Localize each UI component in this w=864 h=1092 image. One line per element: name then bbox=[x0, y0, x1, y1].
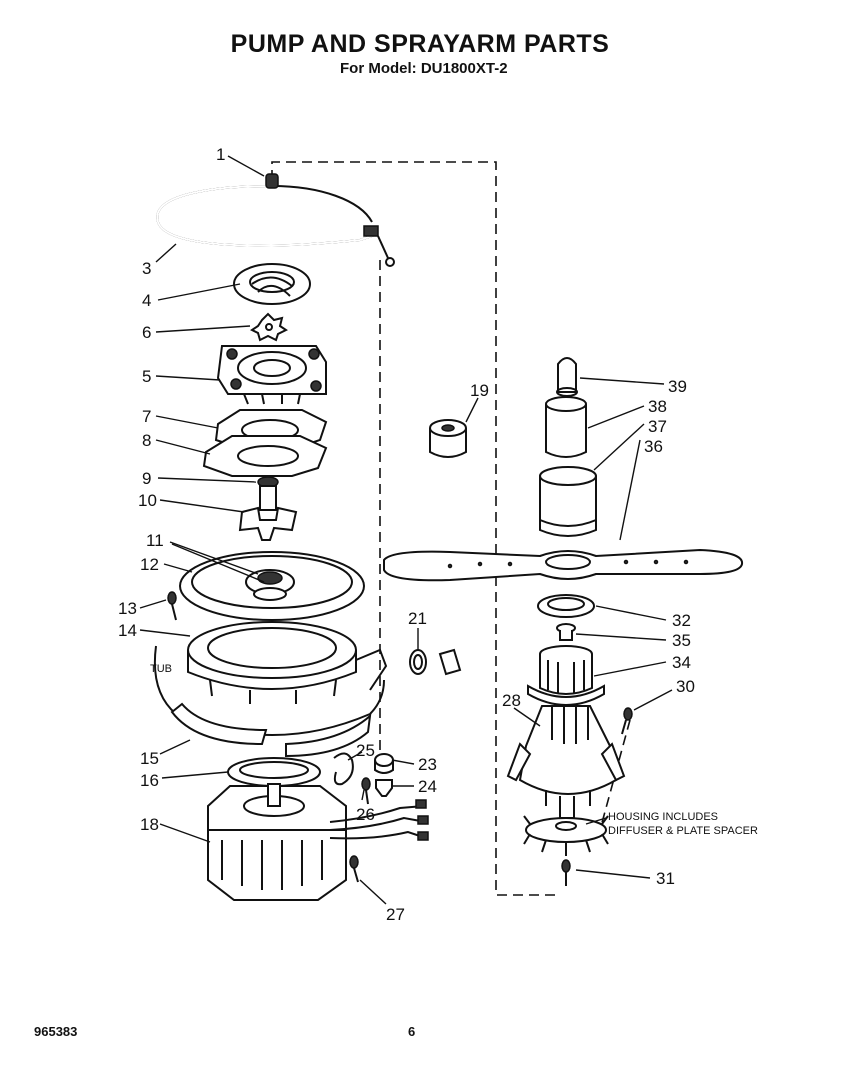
label-18: 18 bbox=[140, 815, 159, 834]
part-11-hub bbox=[245, 569, 295, 601]
part-36-spray-arm bbox=[383, 548, 744, 582]
label-5: 5 bbox=[142, 367, 151, 386]
label-37: 37 bbox=[648, 417, 667, 436]
part-3-hose bbox=[156, 185, 395, 267]
document-number: 965383 bbox=[34, 1024, 78, 1039]
part-27-screw bbox=[349, 855, 359, 883]
part-34-diffuser bbox=[527, 645, 605, 706]
housing-note-line2: DIFFUSER & PLATE SPACER bbox=[608, 825, 758, 837]
part-10-impeller bbox=[238, 485, 298, 541]
label-1: 1 bbox=[216, 145, 225, 164]
part-23-grommet bbox=[374, 753, 394, 774]
label-9: 9 bbox=[142, 469, 151, 488]
part-35-nut bbox=[556, 623, 576, 641]
label-38: 38 bbox=[648, 397, 667, 416]
part-13-screw bbox=[167, 591, 177, 621]
label-14: 14 bbox=[118, 621, 137, 640]
part-38-tube bbox=[545, 396, 587, 458]
part-19-sleeve bbox=[429, 419, 467, 458]
label-26: 26 bbox=[356, 805, 375, 824]
page-title: PUMP AND SPRAYARM PARTS bbox=[230, 30, 610, 58]
part-6-star-washer bbox=[250, 312, 288, 342]
page-number: 6 bbox=[408, 1024, 416, 1039]
label-12: 12 bbox=[140, 555, 159, 574]
label-34: 34 bbox=[672, 653, 691, 672]
part-32-seal-ring bbox=[537, 594, 595, 618]
label-tub: TUB bbox=[150, 663, 172, 675]
label-7: 7 bbox=[142, 407, 151, 426]
label-28: 28 bbox=[502, 691, 521, 710]
label-4: 4 bbox=[142, 291, 151, 310]
part-5-pump-housing bbox=[216, 345, 327, 405]
label-13: 13 bbox=[118, 599, 137, 618]
label-8: 8 bbox=[142, 431, 151, 450]
part-4-impeller-cover bbox=[233, 263, 311, 305]
part-21-clamp bbox=[409, 648, 462, 676]
label-23: 23 bbox=[418, 755, 437, 774]
part-39-cap bbox=[556, 357, 578, 397]
part-30-screw bbox=[621, 707, 633, 735]
part-8-gasket bbox=[202, 435, 328, 477]
model-subtitle: For Model: DU1800XT-2 bbox=[340, 60, 508, 77]
part-31-screw bbox=[561, 859, 571, 886]
label-25: 25 bbox=[356, 741, 375, 760]
label-24: 24 bbox=[418, 777, 437, 796]
callout-labels: 1 3 4 6 5 7 8 9 10 11 12 13 14 TUB 15 16… bbox=[118, 145, 758, 924]
part-37-tube bbox=[539, 466, 597, 537]
label-21: 21 bbox=[408, 609, 427, 628]
label-11: 11 bbox=[146, 531, 164, 550]
leader-lines bbox=[139, 155, 673, 905]
label-6: 6 bbox=[142, 323, 151, 342]
label-27: 27 bbox=[386, 905, 405, 924]
label-39: 39 bbox=[668, 377, 687, 396]
part-26-screw bbox=[361, 777, 371, 805]
part-1-clamp bbox=[265, 173, 279, 189]
label-16: 16 bbox=[140, 771, 159, 790]
label-31: 31 bbox=[656, 869, 675, 888]
part-18-motor bbox=[207, 783, 429, 901]
label-3: 3 bbox=[142, 259, 151, 278]
label-32: 32 bbox=[672, 611, 691, 630]
housing-note-line1: HOUSING INCLUDES bbox=[608, 811, 718, 823]
label-30: 30 bbox=[676, 677, 695, 696]
diffuser-plate-spacer bbox=[523, 815, 609, 856]
part-16-plate bbox=[227, 757, 321, 787]
part-25-clip bbox=[333, 752, 354, 786]
label-36: 36 bbox=[644, 437, 663, 456]
label-35: 35 bbox=[672, 631, 691, 650]
part-24-screw bbox=[375, 779, 393, 797]
label-19: 19 bbox=[470, 381, 489, 400]
label-10: 10 bbox=[138, 491, 157, 510]
part-28-housing bbox=[506, 705, 626, 819]
label-15: 15 bbox=[140, 749, 159, 768]
part-15-tub-ring bbox=[153, 645, 385, 758]
part-14-lower-housing bbox=[187, 621, 388, 704]
